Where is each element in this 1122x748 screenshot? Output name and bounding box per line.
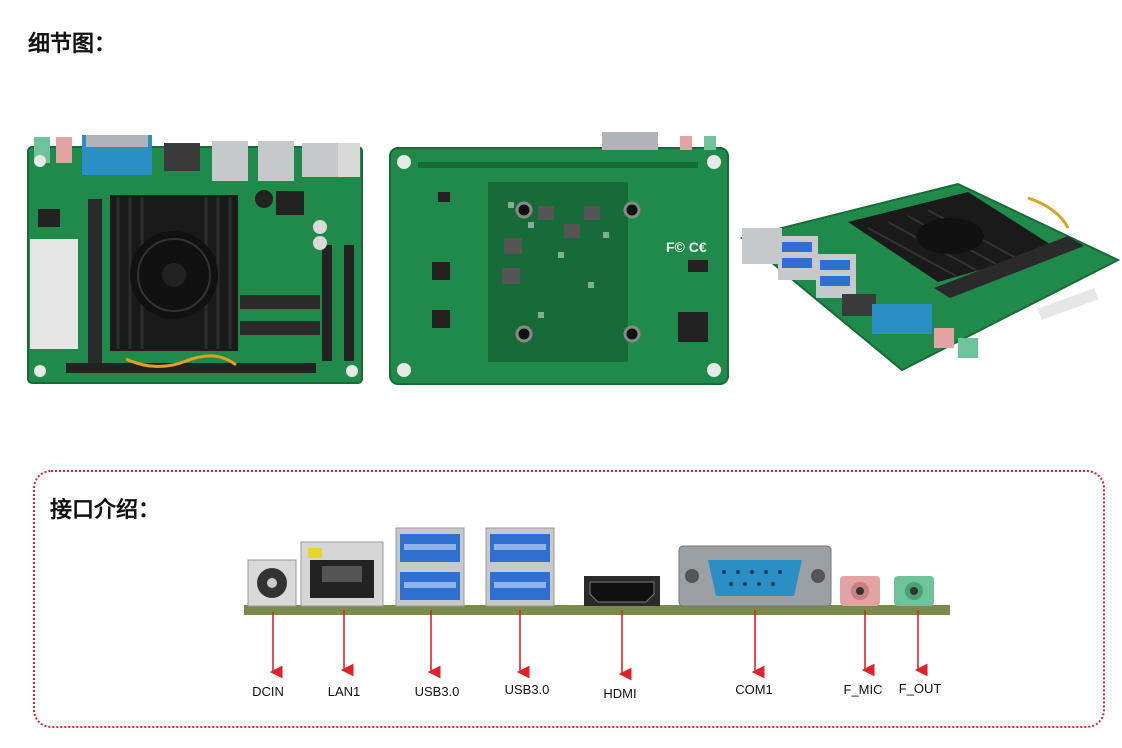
label-lan1: LAN1 <box>327 684 361 699</box>
usb-port-1 <box>395 527 465 607</box>
detail-heading: 细节图： <box>28 32 117 57</box>
board-top-view-photo <box>27 135 363 384</box>
label-hdmi: HDMI <box>603 686 637 701</box>
pcb-edge <box>244 605 950 615</box>
mic-jack <box>840 576 880 606</box>
label-dcin: DCIN <box>252 684 284 699</box>
board-angled-view-photo <box>739 182 1120 372</box>
interface-frame <box>33 470 1105 728</box>
label-usb-1: USB3.0 <box>414 684 460 699</box>
label-usb-2: USB3.0 <box>504 682 550 697</box>
board-bottom-view-photo: F© C€ <box>389 132 729 385</box>
usb-port-2 <box>485 527 555 607</box>
lan-port <box>300 541 384 607</box>
hdmi-port <box>584 576 660 606</box>
label-f-out: F_OUT <box>898 681 942 696</box>
audio-out-jack <box>894 576 934 606</box>
label-f-mic: F_MIC <box>843 682 883 697</box>
dcin-jack <box>247 559 297 607</box>
svg-text:F© C€: F© C€ <box>666 239 707 255</box>
label-com1: COM1 <box>735 682 773 697</box>
com-port <box>678 545 832 607</box>
interface-heading: 接口介绍： <box>50 498 161 523</box>
